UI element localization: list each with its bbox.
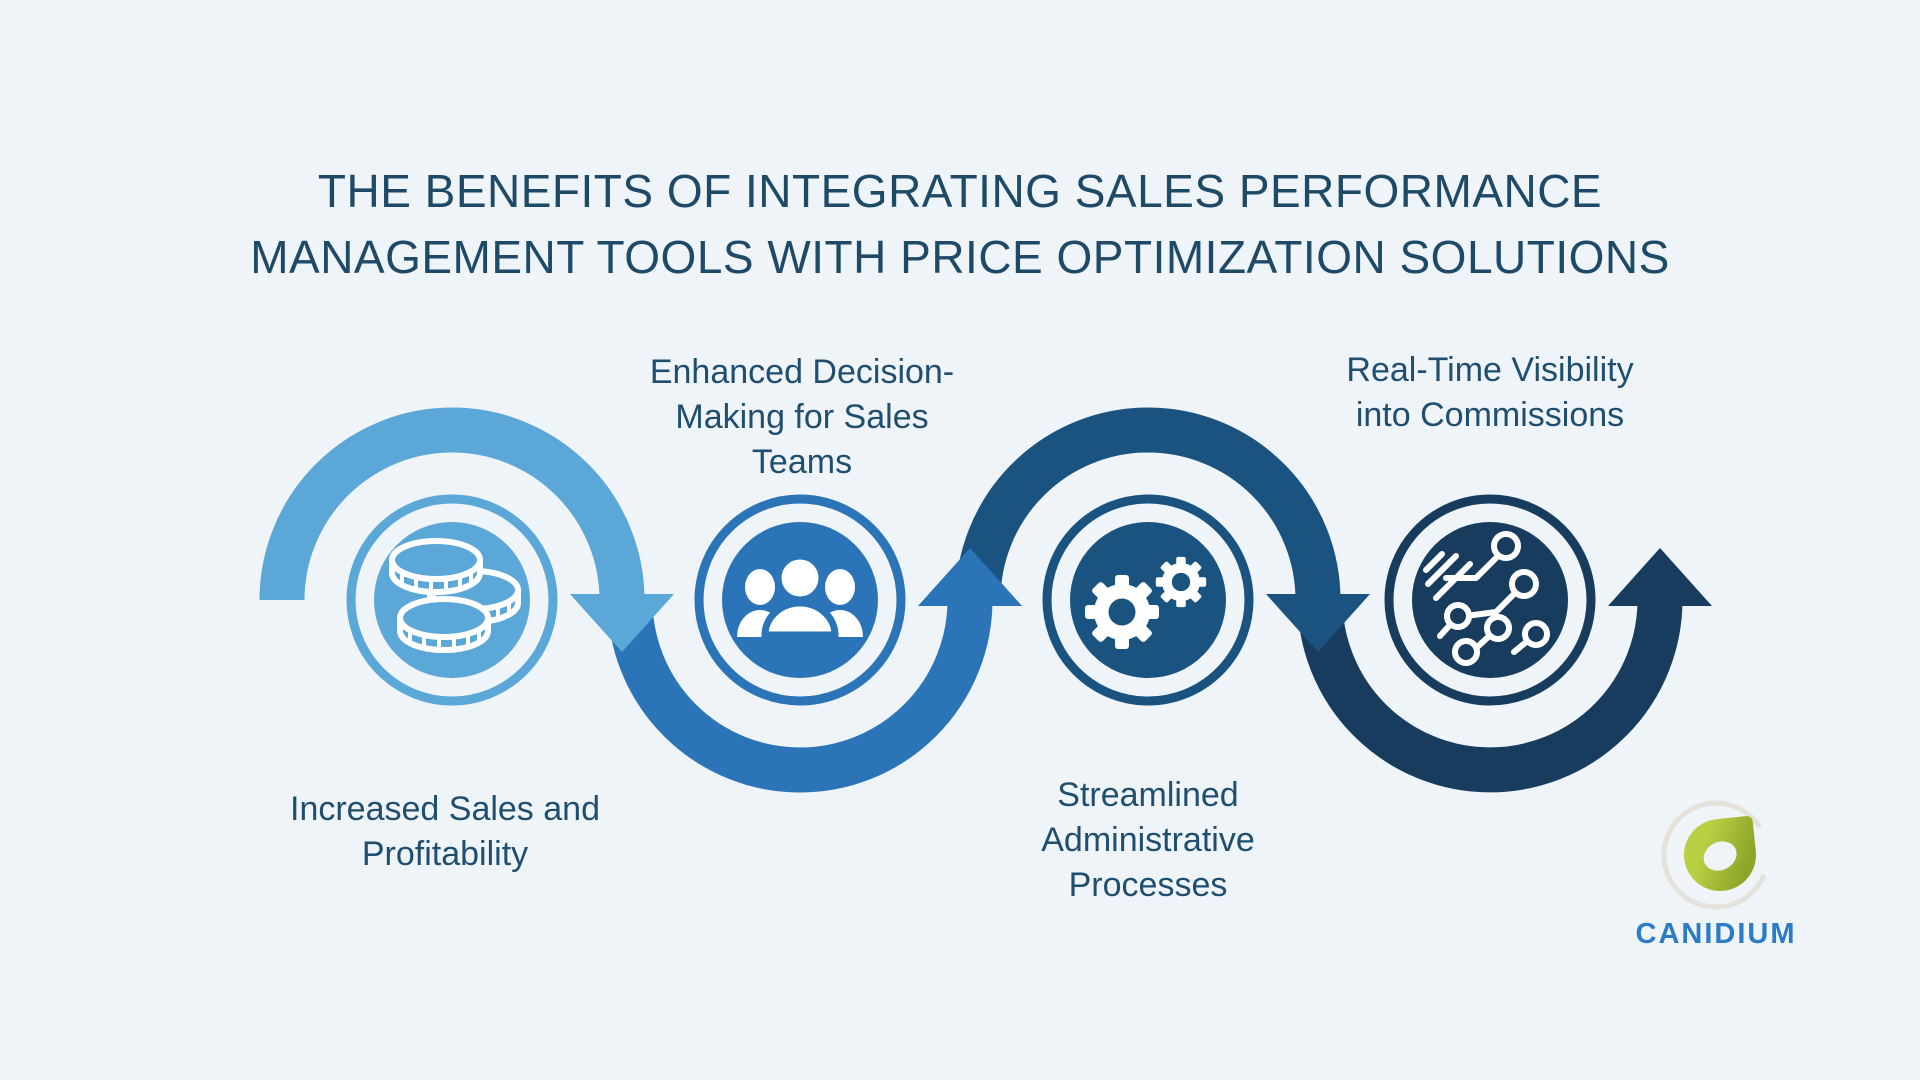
logo-wordmark: CANIDIUM xyxy=(1635,918,1797,950)
step-3-label: Streamlined Administrative Processes xyxy=(918,773,1378,908)
flow-arc-2 xyxy=(607,599,993,793)
step-1-label-line: Increased Sales and xyxy=(290,790,600,828)
step-2-label: Enhanced Decision- Making for Sales Team… xyxy=(572,350,1032,485)
flow-arc-3 xyxy=(955,407,1341,601)
step-2-label-line: Making for Sales xyxy=(675,398,929,436)
step-3-outer-ring xyxy=(1042,494,1254,706)
step-2-label-line: Enhanced Decision- xyxy=(649,353,955,391)
step-1-node xyxy=(346,494,558,706)
step-2-node xyxy=(694,494,906,706)
page-title-line-1: THE BENEFITS OF INTEGRATING SALES PERFOR… xyxy=(317,165,1603,217)
step-3-label-line: Processes xyxy=(1068,866,1228,904)
green-drop-hole xyxy=(1698,835,1742,877)
step-1-outer-ring xyxy=(346,494,558,706)
step-1-label-line: Profitability xyxy=(361,835,529,873)
page-title-line-2: MANAGEMENT TOOLS WITH PRICE OPTIMIZATION… xyxy=(250,231,1670,283)
gears-icon xyxy=(1085,556,1207,649)
step-4-label-line: Real-Time Visibility xyxy=(1346,351,1634,389)
step-3-node xyxy=(1042,494,1254,706)
team-icon xyxy=(737,552,863,639)
step-3-label-line: Streamlined xyxy=(1057,776,1239,814)
step-4-node xyxy=(1384,494,1596,706)
arrow-down-icon xyxy=(570,594,674,652)
step-3-circle xyxy=(1070,522,1226,678)
step-2-outer-ring xyxy=(694,494,906,706)
flow-arc-1 xyxy=(259,407,645,601)
circuit-icon xyxy=(1423,531,1550,666)
step-4-outer-ring xyxy=(1384,494,1596,706)
page-title: THE BENEFITS OF INTEGRATING SALES PERFOR… xyxy=(0,158,1920,290)
logo-ring xyxy=(1661,800,1766,910)
step-2-label-line: Teams xyxy=(751,443,853,481)
step-3-label-line: Administrative xyxy=(1041,821,1255,859)
logo-ring-arc xyxy=(1661,800,1766,910)
coins-icon xyxy=(389,538,521,653)
arrow-up-icon xyxy=(1608,548,1712,606)
arrow-down-icon xyxy=(1266,594,1370,652)
step-1-label: Increased Sales and Profitability xyxy=(215,787,675,877)
flow-arc-4 xyxy=(1297,599,1683,793)
arrow-up-icon xyxy=(918,548,1022,606)
step-4-label-line: into Commissions xyxy=(1355,396,1625,434)
step-4-label: Real-Time Visibility into Commissions xyxy=(1260,348,1720,438)
